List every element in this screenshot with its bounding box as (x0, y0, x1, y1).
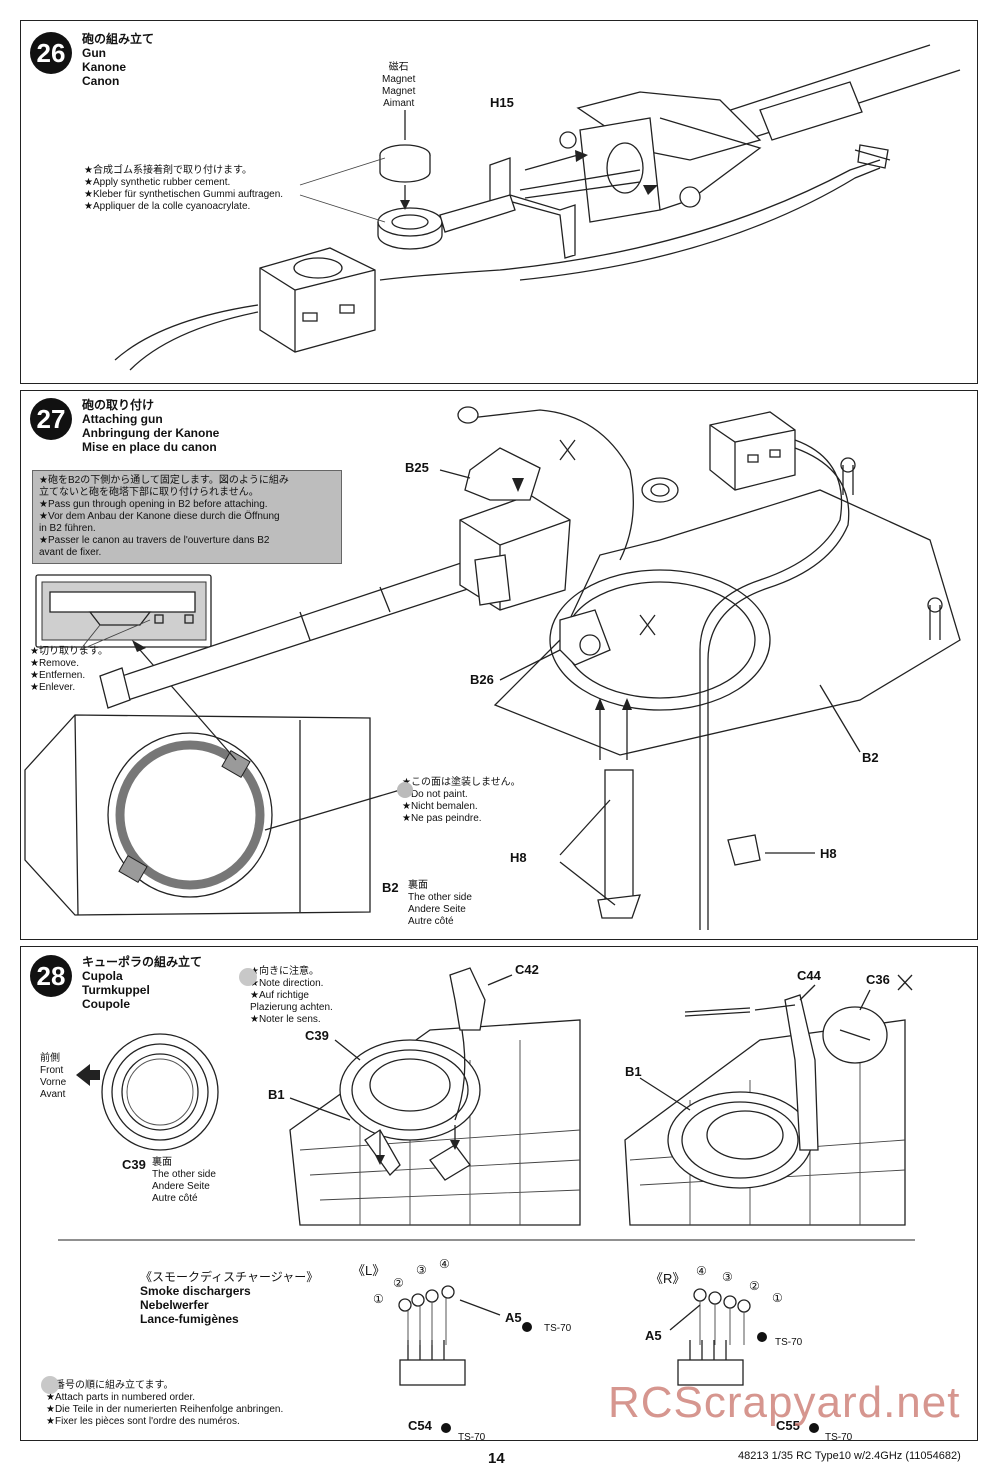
numbered-order-note: ★番号の順に組み立てます。★Attach parts in numbered o… (46, 1380, 284, 1427)
part-label-c55: C55 (776, 1418, 800, 1433)
paint-ts70-c: TS-70 (458, 1432, 486, 1443)
part-label-a5-left: A5 (505, 1310, 522, 1325)
paint-ts70-d: TS-70 (825, 1432, 853, 1443)
part-label-a5-right: A5 (645, 1328, 662, 1343)
part-label-b1-left: B1 (268, 1087, 285, 1102)
catalog-info: 48213 1/35 RC Type10 w/2.4GHz (11054682) (738, 1450, 961, 1462)
order-number-right-2: ② (749, 1279, 760, 1293)
order-number-left-1: ① (373, 1292, 384, 1306)
part-label-c42: C42 (515, 962, 539, 977)
paint-ts70-a: TS-70 (544, 1323, 572, 1334)
pass-gun-note: ★砲をB2の下側から通して固定します。図のように組み立てないと砲を砲塔下部に取り… (32, 470, 342, 564)
watermark: RCScrapyard.net (608, 1378, 961, 1427)
remove-note: ★切り取ります。★Remove.★Entfernen.★Enlever. (30, 646, 108, 693)
part-label-b1-right: B1 (625, 1064, 642, 1079)
order-number-right-4: ④ (696, 1264, 707, 1278)
order-number-left-2: ② (393, 1276, 404, 1290)
page-number: 14 (488, 1450, 505, 1467)
order-number-right-3: ③ (722, 1270, 733, 1284)
part-label-b25: B25 (405, 460, 429, 475)
part-label-h15: H15 (490, 95, 514, 110)
part-label-h8-left: H8 (510, 850, 527, 865)
part-label-b26: B26 (470, 672, 494, 687)
step-26-number: 26 (30, 32, 72, 74)
left-side-mark: 《L》 (352, 1263, 386, 1278)
part-label-c39: C39 (305, 1028, 329, 1043)
cement-note: ★合成ゴム系接着剤で取り付けます。★Apply synthetic rubber… (84, 165, 284, 212)
step-28-number: 28 (30, 955, 72, 997)
part-label-c54: C54 (408, 1418, 432, 1433)
part-label-h8-right: H8 (820, 846, 837, 861)
order-number-left-4: ④ (439, 1257, 450, 1271)
order-number-right-1: ① (772, 1291, 783, 1305)
right-side-mark: 《R》 (650, 1271, 686, 1286)
part-label-c39-other: C39 (122, 1157, 146, 1172)
part-label-c36: C36 (866, 972, 890, 987)
part-label-c44: C44 (797, 968, 821, 983)
do-not-paint-note: ★この面は塗装しません。★Do not paint.★Nicht bemalen… (402, 777, 521, 824)
paint-ts70-b: TS-70 (775, 1337, 803, 1348)
part-label-b2-other: B2 (382, 880, 399, 895)
step-27-number: 27 (30, 398, 72, 440)
order-number-left-3: ③ (416, 1263, 427, 1277)
part-label-b2: B2 (862, 750, 879, 765)
